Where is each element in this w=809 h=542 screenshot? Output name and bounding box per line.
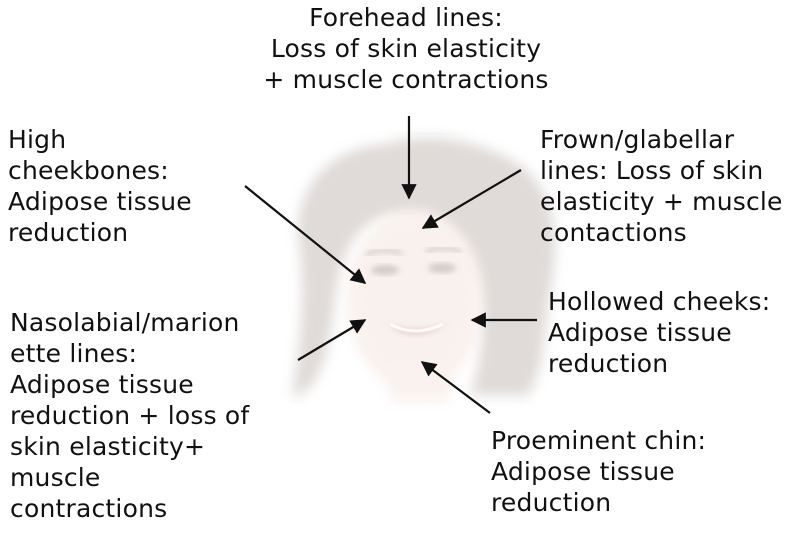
label-line: Proeminent chin:: [491, 425, 706, 456]
label-line: cheekbones:: [8, 155, 192, 186]
hollowed-cheeks-label: Hollowed cheeks: Adipose tissue reductio…: [548, 286, 770, 379]
high-cheekbones-label: High cheekbones: Adipose tissue reductio…: [8, 124, 192, 248]
label-line: muscle: [10, 462, 249, 493]
label-line: ette lines:: [10, 338, 249, 369]
label-line: Loss of skin elasticity: [238, 33, 574, 64]
label-line: contractions: [10, 493, 249, 524]
label-line: High: [8, 124, 192, 155]
label-line: Adipose tissue: [491, 456, 706, 487]
label-line: + muscle contractions: [238, 64, 574, 95]
label-line: Hollowed cheeks:: [548, 286, 770, 317]
label-line: lines: Loss of skin: [540, 155, 783, 186]
label-line: reduction: [491, 487, 706, 518]
label-line: Adipose tissue: [10, 369, 249, 400]
forehead-lines-label: Forehead lines: Loss of skin elasticity …: [238, 2, 574, 95]
label-line: Adipose tissue: [548, 317, 770, 348]
proeminent-chin-label: Proeminent chin: Adipose tissue reductio…: [491, 425, 706, 518]
label-line: contactions: [540, 217, 783, 248]
label-line: elasticity + muscle: [540, 186, 783, 217]
label-line: reduction: [548, 348, 770, 379]
frown-glabellar-lines-label: Frown/glabellar lines: Loss of skin elas…: [540, 124, 783, 248]
label-line: Adipose tissue: [8, 186, 192, 217]
label-line: Forehead lines:: [238, 2, 574, 33]
label-line: Frown/glabellar: [540, 124, 783, 155]
label-line: reduction + loss of: [10, 400, 249, 431]
label-line: skin elasticity+: [10, 431, 249, 462]
label-line: reduction: [8, 217, 192, 248]
label-line: Nasolabial/marion: [10, 307, 249, 338]
nasolabial-marionette-lines-label: Nasolabial/marion ette lines: Adipose ti…: [10, 307, 249, 524]
